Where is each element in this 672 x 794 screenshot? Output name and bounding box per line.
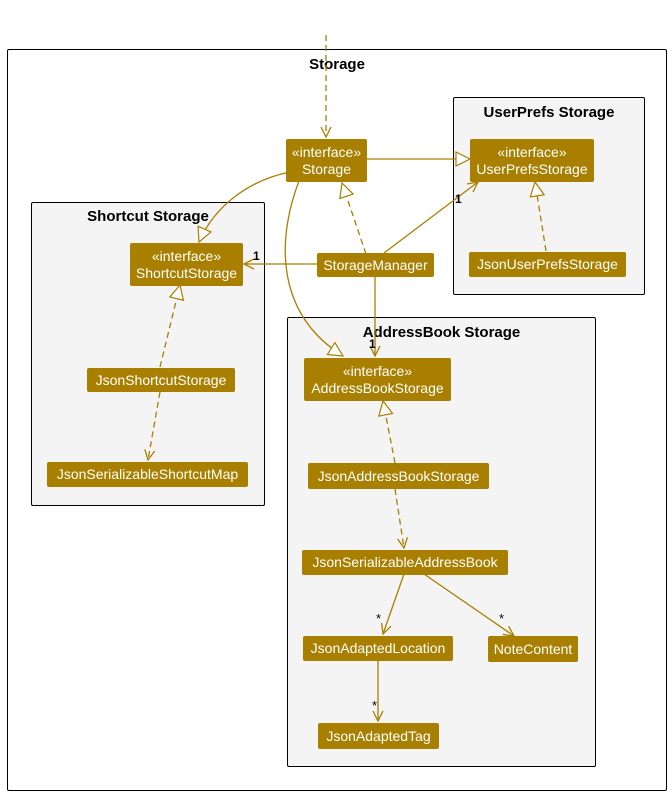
node-serializable-addressbook-name: JsonSerializableAddressBook: [312, 554, 498, 570]
node-json-shortcut-storage[interactable]: JsonShortcutStorage: [87, 368, 235, 392]
node-shortcut-storage-interface[interactable]: «interface» ShortcutStorage: [130, 243, 243, 286]
node-userprefs-name: UserPrefsStorage: [476, 160, 588, 177]
node-json-serializable-shortcut-map[interactable]: JsonSerializableShortcutMap: [47, 462, 248, 487]
node-userprefs-stereotype: «interface»: [497, 143, 567, 160]
node-note-content-name: NoteContent: [493, 640, 573, 657]
node-json-shortcut-name: JsonShortcutStorage: [95, 371, 227, 388]
multiplicity-userprefs: 1: [455, 192, 462, 206]
multiplicity-addressbook: 1: [369, 337, 376, 351]
package-shortcut-title: Shortcut Storage: [87, 208, 209, 225]
node-storage-stereotype: «interface»: [291, 143, 362, 160]
package-storage-title: Storage: [309, 56, 365, 73]
node-json-adapted-location[interactable]: JsonAdaptedLocation: [303, 636, 453, 661]
node-json-adapted-tag[interactable]: JsonAdaptedTag: [318, 723, 439, 749]
node-json-addressbook-storage[interactable]: JsonAddressBookStorage: [308, 463, 489, 489]
node-addressbook-name: AddressBookStorage: [311, 379, 444, 396]
node-adapted-location-name: JsonAdaptedLocation: [310, 640, 446, 656]
node-note-content[interactable]: NoteContent: [488, 636, 578, 662]
node-storage-name: Storage: [301, 160, 352, 177]
node-shortcut-map-name: JsonSerializableShortcutMap: [56, 466, 239, 482]
node-json-addressbook-name: JsonAddressBookStorage: [317, 467, 480, 484]
node-userprefs-storage-interface[interactable]: «interface» UserPrefsStorage: [470, 139, 594, 182]
multiplicity-location: *: [376, 611, 382, 626]
node-shortcut-name: ShortcutStorage: [135, 264, 238, 281]
multiplicity-note: *: [499, 611, 505, 626]
multiplicity-tag: *: [372, 698, 378, 713]
node-shortcut-stereotype: «interface»: [151, 247, 222, 264]
node-addressbook-storage-interface[interactable]: «interface» AddressBookStorage: [304, 358, 451, 401]
node-json-userprefs-name: JsonUserPrefsStorage: [477, 256, 618, 272]
node-storage-manager[interactable]: StorageManager: [317, 253, 434, 277]
multiplicity-shortcut: 1: [253, 249, 260, 263]
package-userprefs-title: UserPrefs Storage: [483, 104, 615, 121]
node-json-serializable-addressbook[interactable]: JsonSerializableAddressBook: [302, 550, 508, 575]
node-json-userprefs-storage[interactable]: JsonUserPrefsStorage: [469, 252, 626, 277]
node-adapted-tag-name: JsonAdaptedTag: [326, 727, 431, 744]
node-storage-interface[interactable]: «interface» Storage: [286, 139, 367, 182]
package-addressbook-title: AddressBook Storage: [362, 324, 521, 341]
node-addressbook-stereotype: «interface»: [342, 362, 413, 379]
node-storage-manager-name: StorageManager: [323, 256, 428, 273]
